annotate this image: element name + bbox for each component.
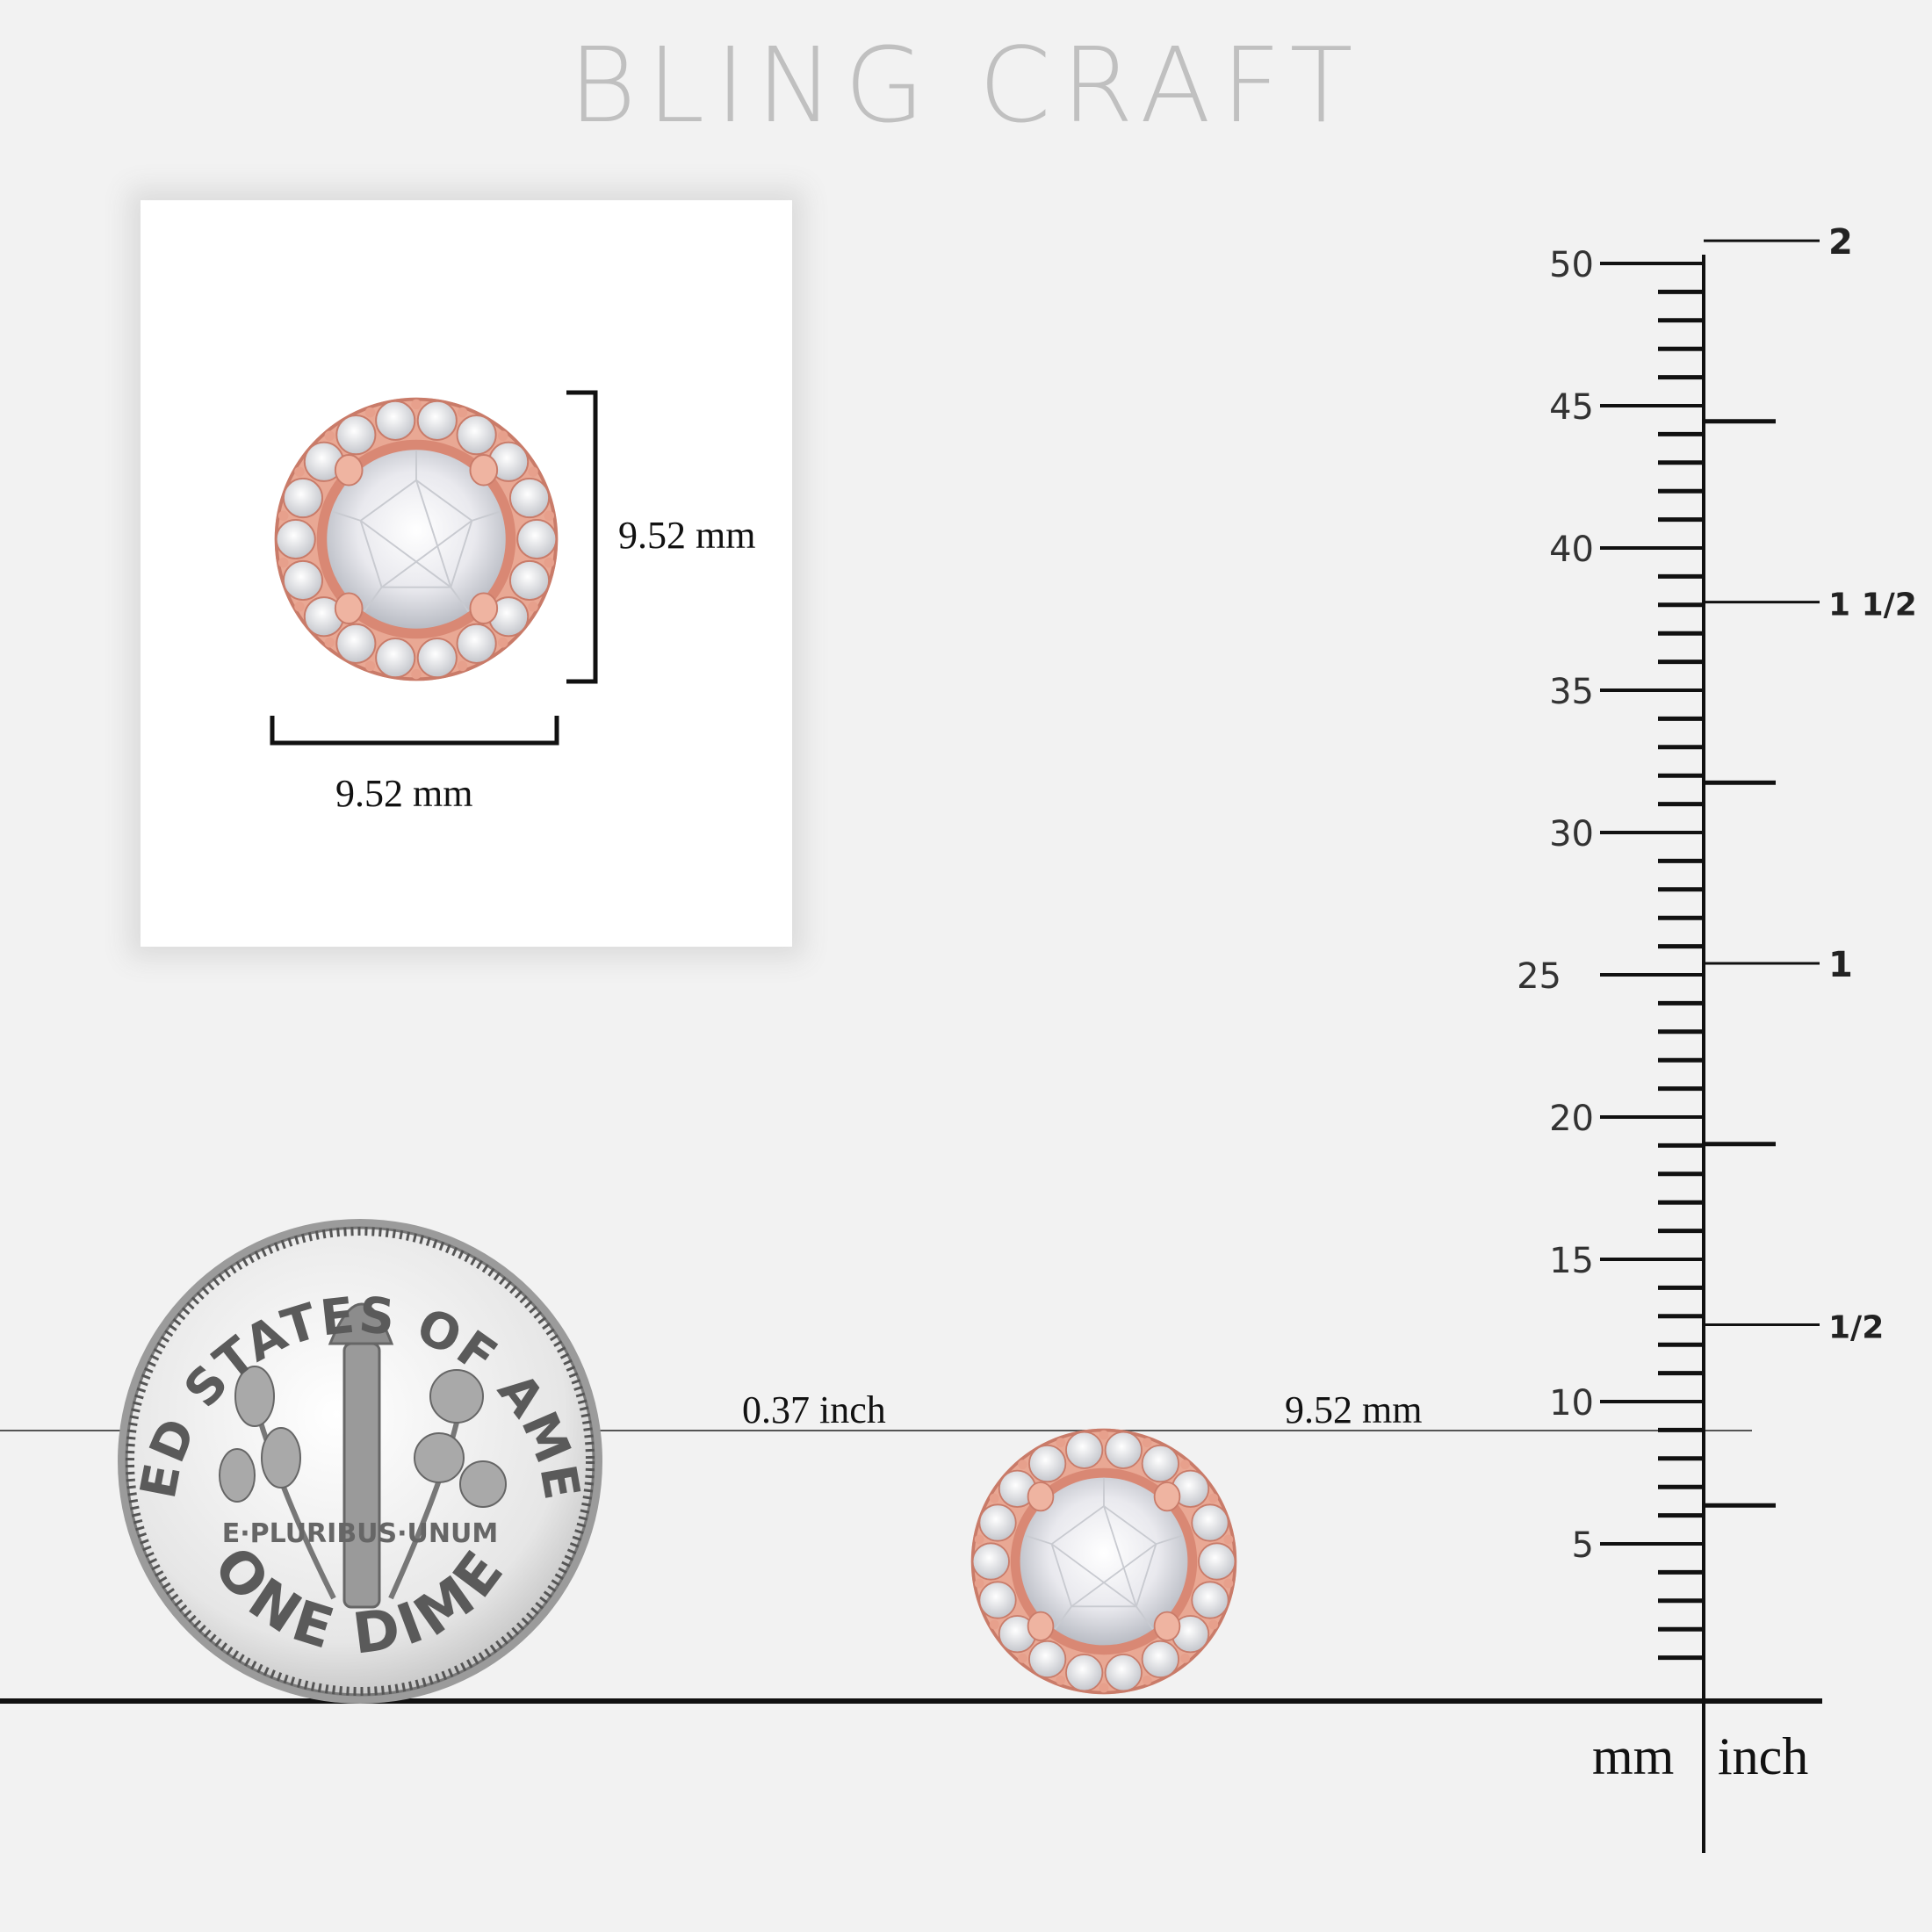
ruler-mm-unit: mm [1592, 1727, 1675, 1785]
ruler-inch-label: 1 [1828, 945, 1853, 985]
width-bracket [270, 716, 559, 746]
ruler-inch-label: 1 1/2 [1828, 588, 1917, 624]
ruler-mm-label: 45 [1549, 387, 1594, 428]
ruler-mm-label: 10 [1549, 1383, 1594, 1424]
dime-coin-image: UNITED STATES OF AMERICA ONE DIME E·PLUR… [0, 0, 602, 1704]
ruler: 50 45 40 35 30 25 20 15 10 5 2 1 1/2 1 1/2 [1517, 222, 1917, 1853]
ruler-mm-label: 35 [1549, 672, 1594, 712]
ruler-inch-label: 1/2 [1828, 1310, 1884, 1346]
ruler-inch-unit: inch [1718, 1727, 1809, 1785]
ruler-mm-label: 20 [1549, 1099, 1594, 1139]
ruler-mm-label: 25 [1517, 956, 1561, 997]
ruler-inch-ticks [1704, 239, 1820, 1508]
ruler-mm-label: 40 [1549, 530, 1594, 570]
coin-motto: E·PLURIBUS·UNUM [222, 1518, 498, 1549]
ruler-mm-label: 50 [1549, 245, 1594, 285]
earring-scale-image [970, 1427, 1238, 1696]
height-bracket [566, 390, 598, 684]
mm-measurement-label: 9.52 mm [1285, 1388, 1423, 1431]
ruler-inch-label: 2 [1828, 222, 1853, 263]
ruler-mm-label: 15 [1549, 1241, 1594, 1281]
width-label: 9.52 mm [335, 772, 473, 815]
brand-logo: BLING CRAFT [568, 25, 1364, 146]
ruler-mm-label: 30 [1549, 814, 1594, 854]
inch-measurement-label: 0.37 inch [742, 1388, 886, 1431]
earring-detail-image [272, 395, 560, 683]
ruler-mm-ticks [1600, 262, 1704, 1661]
ruler-mm-label: 5 [1572, 1525, 1594, 1566]
height-label: 9.52 mm [618, 514, 756, 557]
